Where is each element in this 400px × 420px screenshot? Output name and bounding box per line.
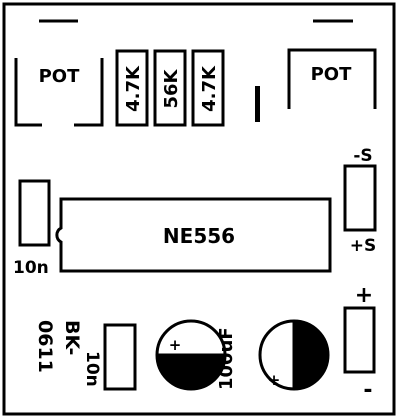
electrolytic-left-plus: +	[169, 336, 182, 354]
speaker-minus-label: -S	[353, 146, 372, 166]
resistor-1-value: 4.7K	[123, 65, 144, 112]
resistor-2: 56K	[153, 49, 187, 127]
pot-right: POT	[287, 19, 377, 109]
capacitor-bottom: 10n	[82, 323, 137, 391]
electrolytic-cap-left: +	[155, 319, 227, 391]
resistor-3: 4.7K	[191, 49, 225, 127]
resistor-1: 4.7K	[115, 49, 149, 127]
speaker-connector: -S +S	[343, 146, 377, 256]
board-id-line1: BK-	[61, 320, 83, 355]
electrolytic-label: 100uF	[216, 327, 237, 390]
electrolytic-cap-right: +	[258, 319, 330, 391]
resistor-2-value: 56K	[161, 68, 182, 108]
speaker-plus-label: +S	[350, 236, 377, 256]
pot-left: POT	[14, 19, 104, 127]
jumper-mark	[255, 86, 260, 122]
pot-left-label: POT	[39, 66, 80, 87]
capacitor-bottom-label: 10n	[82, 351, 102, 387]
ic-label: NE556	[163, 224, 235, 248]
electrolytic-right-plus: +	[268, 371, 281, 389]
power-connector: + -	[343, 283, 376, 403]
pot-right-label: POT	[311, 64, 352, 85]
power-plus-label: +	[355, 283, 373, 308]
resistor-3-value: 4.7K	[199, 65, 220, 112]
capacitor-left: 10n	[13, 179, 51, 278]
power-minus-label: -	[363, 378, 372, 403]
board-id-line2: 0611	[34, 320, 56, 373]
capacitor-left-label: 10n	[13, 258, 49, 278]
ic-ne556: NE556	[55, 197, 332, 273]
